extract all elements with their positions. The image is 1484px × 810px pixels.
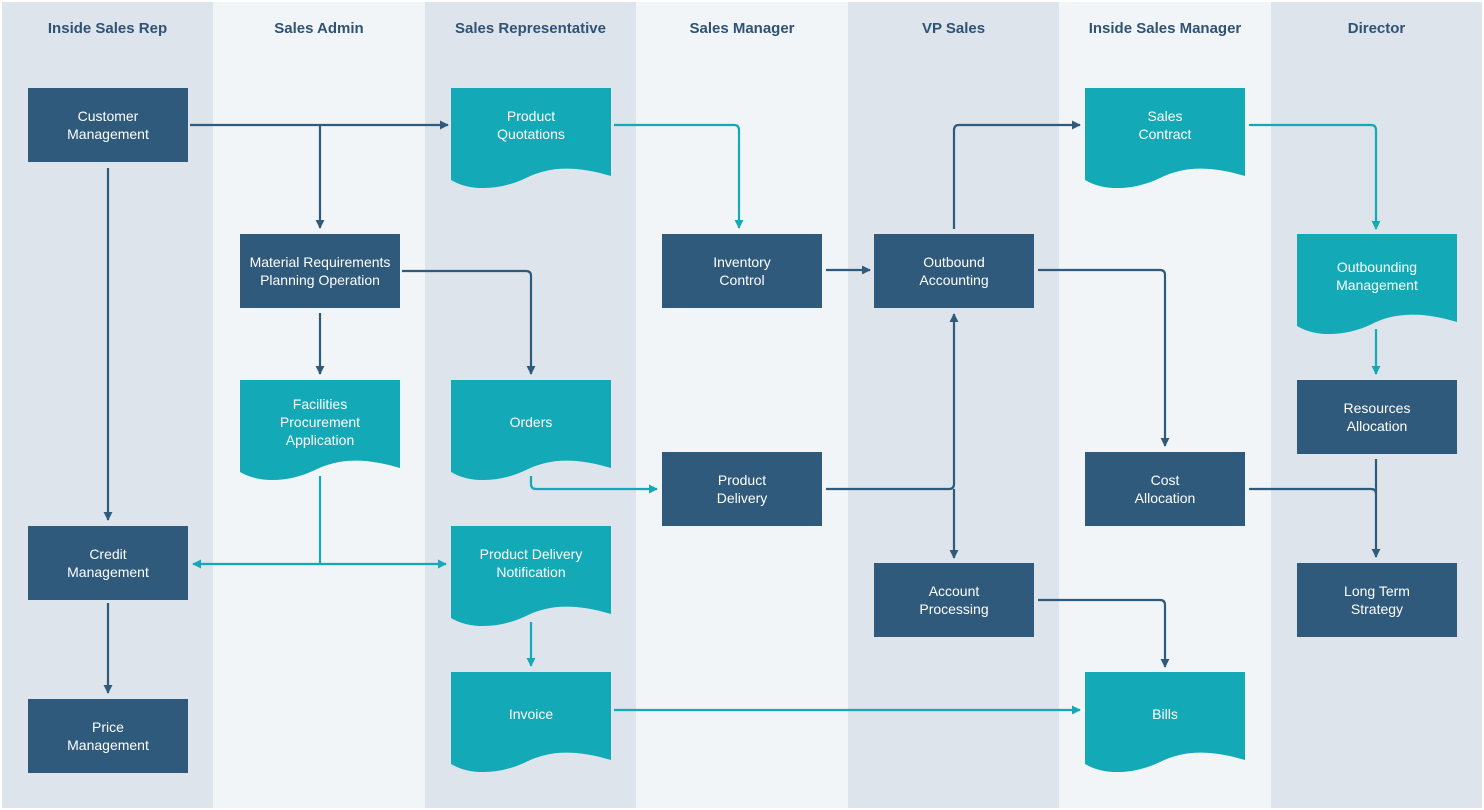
arrow-outbound-to-cost [1038, 268, 1170, 447]
lane-title: Inside Sales Manager [1088, 20, 1242, 37]
node-label: Product Delivery [716, 472, 768, 506]
document-shape [1085, 672, 1245, 773]
arrow-account-to-bills [1038, 598, 1170, 668]
lane-title: VP Sales [921, 20, 986, 37]
arrow-orders-to-delivery [529, 476, 658, 494]
node-outbounding-management[interactable]: Outbounding Management [1297, 234, 1457, 338]
node-label: Account Processing [919, 583, 989, 617]
document-shape [1085, 88, 1245, 189]
lane-title: Inside Sales Rep [47, 20, 168, 37]
document-shape [240, 380, 400, 481]
lane-title: Director [1347, 20, 1406, 37]
node-label: Resources Allocation [1343, 400, 1411, 434]
node-bills[interactable]: Bills [1085, 672, 1245, 776]
node-label: Material Requirements Planning Operation [249, 254, 391, 288]
node-resources-allocation[interactable]: Resources Allocation [1297, 380, 1457, 454]
node-label: Long Term Strategy [1344, 583, 1410, 617]
node-label: Credit Management [67, 546, 149, 580]
document-shape [451, 672, 611, 773]
node-label: Cost Allocation [1134, 472, 1196, 506]
node-label: Inventory Control [713, 254, 771, 288]
lane-title: Sales Representative [455, 20, 606, 37]
node-outbound-accounting[interactable]: Outbound Accounting [874, 234, 1034, 308]
document-shape [1297, 234, 1457, 335]
document-shape [451, 88, 611, 189]
node-label: Facilities Procurement Application [279, 396, 361, 448]
document-shape [451, 380, 611, 481]
document-shape [451, 526, 611, 627]
node-inventory-control[interactable]: Inventory Control [662, 234, 822, 308]
node-credit-management[interactable]: Credit Management [28, 526, 188, 600]
lane-sales-manager: Sales Manager [636, 2, 848, 808]
node-orders[interactable]: Orders [451, 380, 611, 484]
lane-title: Sales Manager [689, 20, 795, 37]
node-label: Sales Contract [1138, 108, 1192, 142]
arrow-contract-to-outbounding [1249, 123, 1381, 230]
arrow-outbound-to-contract [952, 120, 1081, 229]
node-long-term-strategy[interactable]: Long Term Strategy [1297, 563, 1457, 637]
node-sales-contract[interactable]: Sales Contract [1085, 88, 1245, 192]
node-label: Customer Management [67, 108, 149, 142]
node-facilities-procurement[interactable]: Facilities Procurement Application [240, 380, 400, 484]
node-cost-allocation[interactable]: Cost Allocation [1085, 452, 1245, 526]
arrow-quotations-to-inventory [614, 123, 744, 229]
node-product-quotations[interactable]: Product Quotations [451, 88, 611, 192]
node-invoice[interactable]: Invoice [451, 672, 611, 776]
node-label: Bills [1152, 706, 1178, 722]
node-label: Outbound Accounting [919, 254, 989, 288]
arrow-mrp-to-orders [402, 269, 536, 375]
node-product-delivery[interactable]: Product Delivery [662, 452, 822, 526]
lane-title: Sales Admin [274, 20, 364, 37]
node-label: Product Delivery Notification [479, 546, 583, 580]
node-product-delivery-notification[interactable]: Product Delivery Notification [451, 526, 611, 630]
node-label: Orders [509, 414, 553, 430]
node-price-management[interactable]: Price Management [28, 699, 188, 773]
node-label: Invoice [508, 706, 554, 722]
node-mrp-operation[interactable]: Material Requirements Planning Operation [240, 234, 400, 308]
node-label: Product Quotations [497, 108, 565, 142]
node-account-processing[interactable]: Account Processing [874, 563, 1034, 637]
node-customer-management[interactable]: Customer Management [28, 88, 188, 162]
node-label: Price Management [67, 719, 149, 753]
arrow-delivery-to-outbound [826, 313, 959, 491]
node-label: Outbounding Management [1336, 259, 1418, 293]
arrow-cost-to-strategy [1249, 487, 1378, 495]
